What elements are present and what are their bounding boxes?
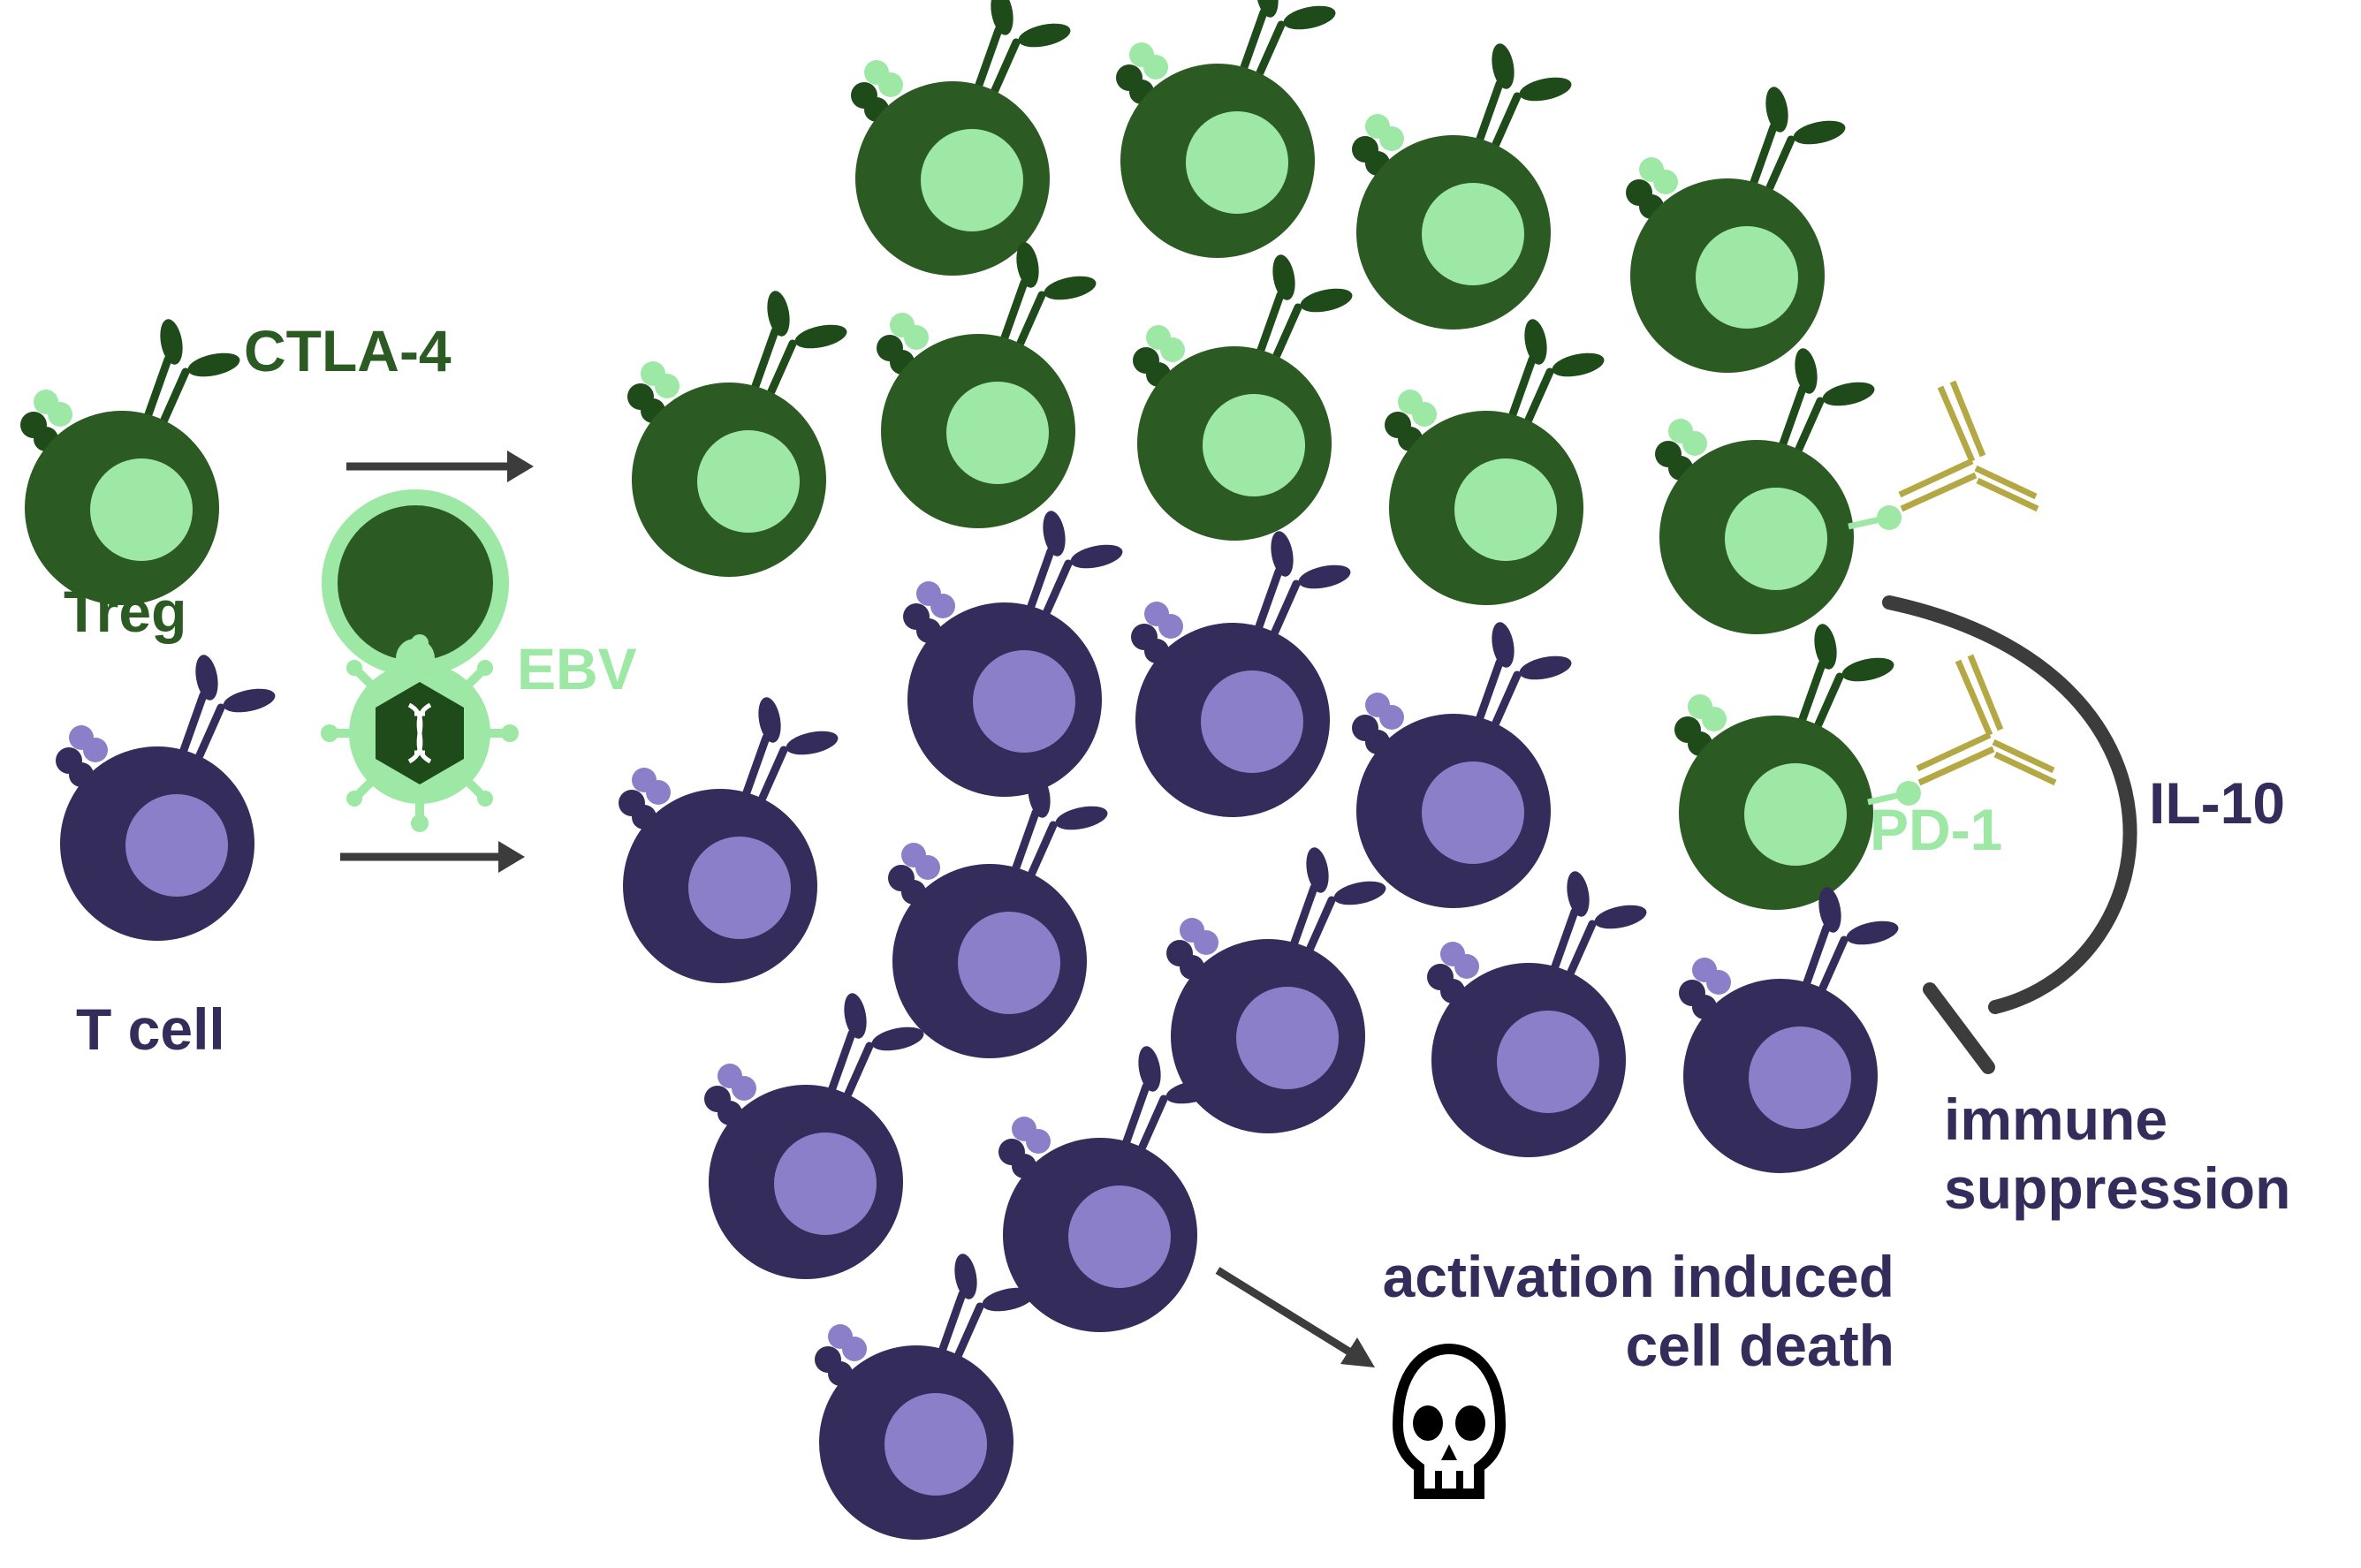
treg-cell xyxy=(1385,319,1605,605)
arrow-treg-expansion xyxy=(346,451,534,482)
anti-pd1-antibody-1 xyxy=(1898,380,2039,512)
treg-cell xyxy=(627,291,847,577)
treg-cell xyxy=(1352,43,1572,330)
anti-pd1-antibody-2 xyxy=(1916,654,2057,786)
t-cell xyxy=(1131,531,1351,817)
treg-cell xyxy=(20,319,240,605)
t-cell xyxy=(903,511,1123,797)
dna-icon xyxy=(407,702,432,764)
aicd-label-line2: cell death xyxy=(1626,1313,1894,1378)
treg-label: Treg xyxy=(64,579,186,644)
t-cell xyxy=(1352,622,1572,908)
t-cell xyxy=(888,772,1108,1058)
arrow-cell-death xyxy=(1215,1267,1375,1367)
aicd-label-line1: activation induced xyxy=(1383,1244,1894,1309)
treg-cell xyxy=(877,242,1097,528)
immune-suppression-label-line1: immune xyxy=(1944,1087,2167,1152)
tcell-label: T cell xyxy=(76,996,225,1062)
pd1-label: PD-1 xyxy=(1870,797,2002,862)
t-cell xyxy=(704,993,924,1279)
t-cell xyxy=(1679,887,1899,1173)
treg-cell xyxy=(1626,87,1846,373)
cell-population xyxy=(20,0,1921,1540)
il10-inhibition-arc xyxy=(1882,595,2137,1074)
t-cell xyxy=(815,1254,1035,1540)
t-cell xyxy=(619,697,839,983)
treg-cell xyxy=(1674,624,1921,910)
immune-suppression-label-line2: suppression xyxy=(1944,1155,2290,1221)
t-cell xyxy=(1427,871,1647,1157)
il10-label: IL-10 xyxy=(2149,770,2285,836)
treg-cell xyxy=(1655,348,1902,634)
t-cell xyxy=(998,1046,1218,1332)
treg-cell xyxy=(851,0,1071,276)
t-cell xyxy=(56,655,276,941)
ebv-label: EBV xyxy=(517,636,637,701)
skull-icon xyxy=(1392,1343,1507,1499)
t-cell xyxy=(1166,847,1386,1133)
treg-cell xyxy=(1133,254,1353,541)
ctla4-label: CTLA-4 xyxy=(244,318,452,383)
arrow-tcell-expansion xyxy=(340,841,525,873)
treg-cell xyxy=(1116,0,1336,258)
ebv-virion xyxy=(321,634,519,832)
